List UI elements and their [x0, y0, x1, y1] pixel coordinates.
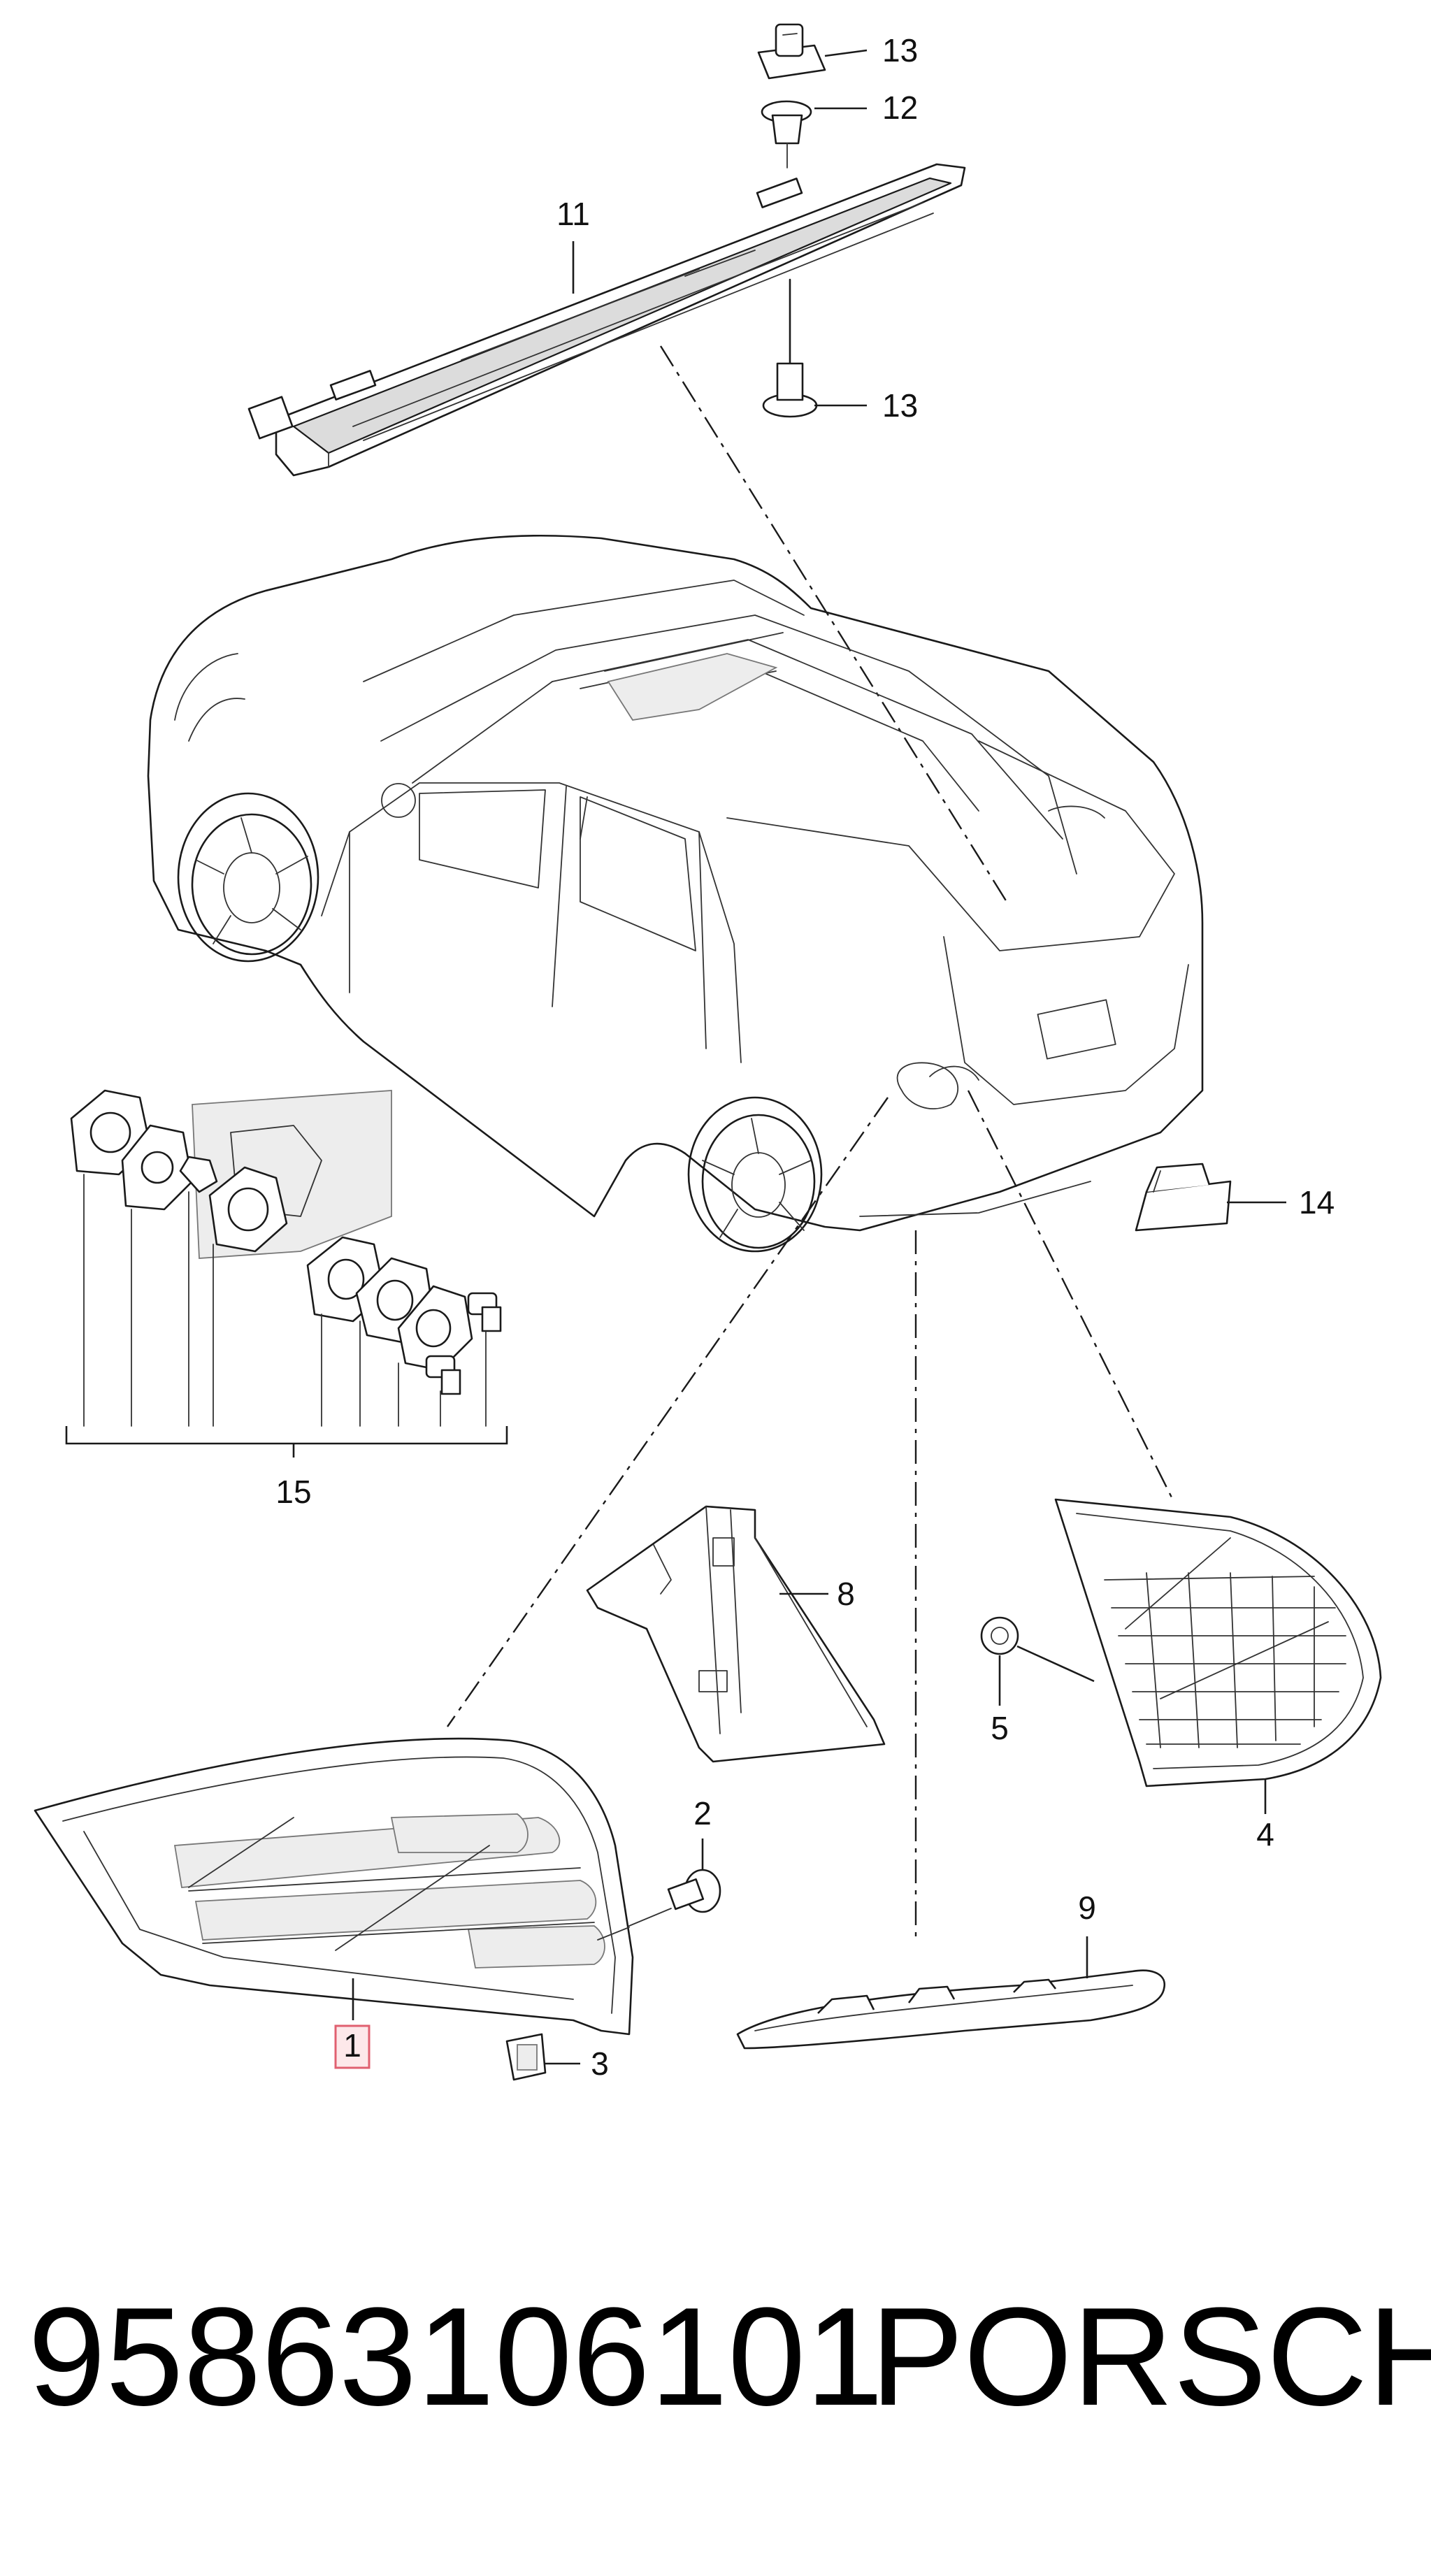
clip-3	[505, 2033, 580, 2081]
callout-5[interactable]: 5	[991, 1710, 1009, 1746]
callout-labels: 1 2 3 4 5 8 9 11 12 13 13 14 15	[275, 32, 1335, 2082]
gasket-set	[65, 1089, 508, 1458]
licence-plate-light	[1135, 1163, 1232, 1232]
third-brake-light	[247, 163, 966, 477]
clip-nut-top	[757, 23, 826, 80]
callout-9[interactable]: 9	[1078, 1890, 1096, 1926]
callout-8[interactable]: 8	[837, 1576, 855, 1612]
callout-1[interactable]: 1	[343, 2027, 361, 2064]
highlight-box	[334, 2024, 371, 2069]
callout-3[interactable]: 3	[591, 2045, 609, 2082]
nut-5	[980, 1616, 1095, 1706]
bolt-13-lower	[762, 278, 818, 418]
outer-tail-light	[34, 1737, 634, 2036]
callout-12[interactable]: 12	[882, 89, 918, 126]
callout-13-top[interactable]: 13	[882, 32, 918, 69]
reflector-strip	[736, 1936, 1166, 2050]
callout-2[interactable]: 2	[693, 1795, 712, 1832]
rear-wheel	[687, 1096, 823, 1253]
callout-4[interactable]: 4	[1256, 1816, 1274, 1852]
front-wheel	[177, 792, 319, 963]
leader-lines	[572, 49, 1286, 1814]
callout-11[interactable]: 11	[556, 196, 590, 232]
bolt-2	[597, 1839, 721, 1941]
callout-14[interactable]: 14	[1299, 1184, 1335, 1221]
bracket	[586, 1505, 886, 1763]
part-number: 95863106101	[28, 2279, 884, 2435]
caption: 95863106101 PORSCHE	[28, 2279, 1431, 2435]
reference-lines	[447, 345, 1176, 1936]
inner-tail-light	[1054, 1498, 1382, 1787]
callout-13-bottom[interactable]: 13	[882, 387, 918, 424]
expanding-clip	[761, 100, 812, 168]
callout-15[interactable]: 15	[275, 1474, 311, 1510]
brand-name: PORSCHE	[870, 2279, 1431, 2435]
vehicle-outline	[147, 534, 1204, 1232]
